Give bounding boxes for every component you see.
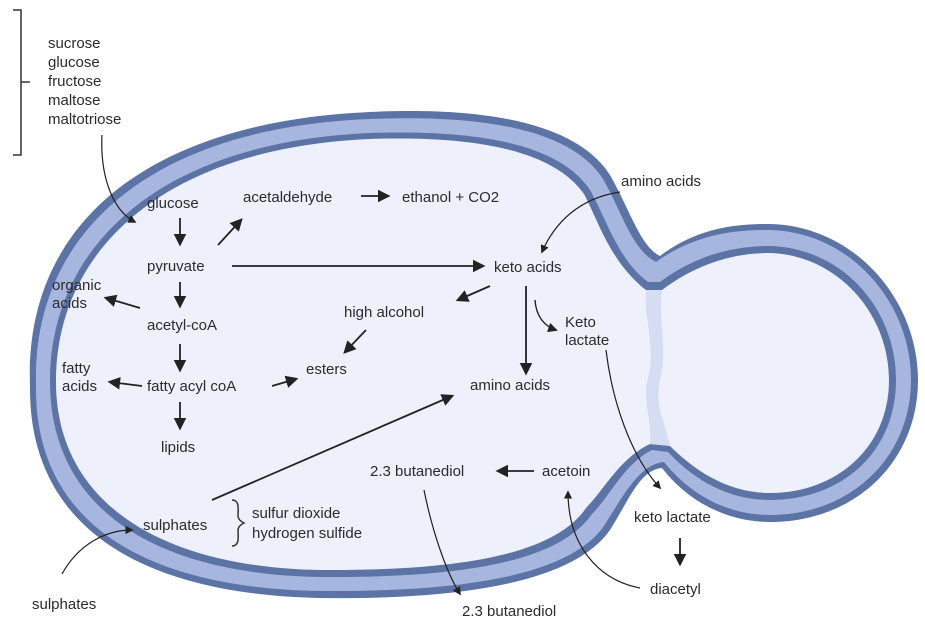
- sugar-item: maltose: [48, 92, 101, 109]
- label-ethanol-co2: ethanol + CO2: [402, 189, 499, 206]
- sugar-item: sucrose: [48, 35, 101, 52]
- label-hydrogen-sulfide: hydrogen sulfide: [252, 525, 362, 542]
- label-fatty-acids: fatty: [62, 360, 91, 377]
- label-fatty-acyl-coa: fatty acyl coA: [147, 378, 236, 395]
- label-acetoin: acetoin: [542, 463, 590, 480]
- label-organic-acids: organic: [52, 277, 102, 294]
- label-amino-acids-in: amino acids: [621, 173, 701, 190]
- label-pyruvate: pyruvate: [147, 258, 205, 275]
- label-butanediol-inner: 2.3 butanediol: [370, 463, 464, 480]
- label-keto-acids: keto acids: [494, 259, 562, 276]
- label-acetyl-coa: acetyl-coA: [147, 317, 217, 334]
- label-amino-acids-out: amino acids: [470, 377, 550, 394]
- label-acetaldehyde: acetaldehyde: [243, 189, 332, 206]
- label-glucose: glucose: [147, 195, 199, 212]
- sugar-bracket: [13, 10, 30, 155]
- sugar-item: maltotriose: [48, 111, 121, 128]
- label-fatty-acids: acids: [62, 378, 97, 395]
- label-butanediol-outer: 2.3 butanediol: [462, 603, 556, 620]
- sugar-item: glucose: [48, 54, 100, 71]
- sugar-item: fructose: [48, 73, 101, 90]
- label-sulfur-dioxide: sulfur dioxide: [252, 505, 340, 522]
- label-keto-lactate-inner: Keto: [565, 314, 596, 331]
- sugar-list: sucrose glucose fructose maltose maltotr…: [48, 35, 121, 128]
- label-sulphates-inner: sulphates: [143, 517, 207, 534]
- label-esters: esters: [306, 361, 347, 378]
- label-high-alcohol: high alcohol: [344, 304, 424, 321]
- label-keto-lactate-inner: lactate: [565, 332, 609, 349]
- label-keto-lactate-outer: keto lactate: [634, 509, 711, 526]
- label-lipids: lipids: [161, 439, 195, 456]
- label-diacetyl: diacetyl: [650, 581, 701, 598]
- label-sulphates-outer: sulphates: [32, 596, 96, 613]
- label-organic-acids: acids: [52, 295, 87, 312]
